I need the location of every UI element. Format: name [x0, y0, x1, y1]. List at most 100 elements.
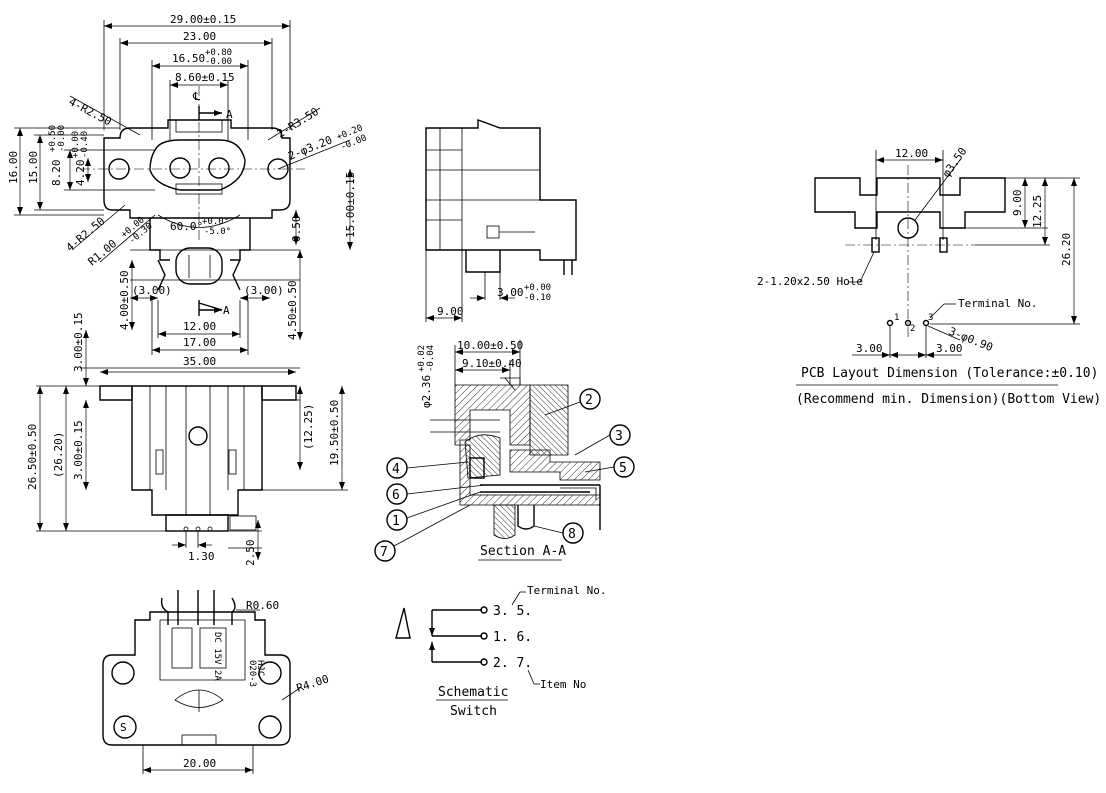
section-dim-236: φ2.36 [420, 375, 433, 408]
bottom-dim-300-top: 3.00±0.15 [72, 312, 85, 372]
pcb-title: PCB Layout Dimension (Tolerance:±0.10) [801, 366, 1098, 381]
angle: 60.0° [170, 220, 203, 233]
bottom-dim-250: 2.50 [244, 540, 257, 567]
schematic-row-1: 3. 5. [493, 604, 532, 619]
dim-width-1650: 16.50 [172, 52, 205, 65]
radius-r350: 2-R3.50 [275, 105, 321, 141]
dim-width-1650-tol-minus: -0.00 [205, 57, 232, 67]
side-dim-300: 3.00 [497, 286, 524, 299]
bottom-view: 35.00 3.00±0.15 26.50±0.50 (26.20) 3.00±… [26, 312, 348, 566]
callout-4: 4 [386, 457, 469, 479]
rear-code: 020-3 [247, 660, 257, 687]
rear-radius-r400: R4.00 [295, 672, 331, 695]
dim-height-420-tol-minus: -0.40 [80, 131, 90, 158]
svg-text:2: 2 [585, 393, 593, 408]
dim-300-left: (3.00) [132, 284, 172, 297]
schematic-title: Schematic [438, 685, 508, 700]
pcb-layout: 12.00 φ3.50 9.00 12.25 26.20 2-1.20x2.50… [757, 145, 1101, 407]
pcb-pin-1: 1 [894, 313, 899, 323]
side-dim-300-tol-plus: +0.00 [524, 283, 551, 293]
center-mark: ℄ [192, 90, 200, 103]
pcb-pitch-right: 3.00 [936, 342, 963, 355]
callout-8: 8 [533, 522, 584, 544]
callout-1: 1 [386, 491, 481, 531]
svg-text:6: 6 [392, 488, 400, 503]
section-dim-910: 9.10±0.40 [462, 357, 522, 370]
bottom-dim-2650: 26.50±0.50 [26, 424, 39, 490]
section-mark-bottom: A [223, 304, 230, 317]
svg-text:5: 5 [619, 461, 627, 476]
section-dim-236-tol-plus: +0.02 [417, 345, 427, 372]
bottom-dim-1225: (12.25) [302, 404, 315, 450]
pcb-pin-2: 2 [910, 324, 915, 334]
dim-height-16: 16.00 [7, 151, 20, 184]
rear-rating: DC 15V 2A [212, 632, 222, 681]
pcb-pin-3: 3 [928, 313, 933, 323]
pcb-dim-2620: 26.20 [1060, 233, 1073, 266]
s-mark-icon: S [120, 721, 127, 734]
bottom-dim-2620: (26.20) [52, 432, 65, 478]
rear-dim-2000: 20.00 [183, 757, 216, 770]
dim-450: 4.50±0.50 [286, 280, 299, 340]
pcb-subtitle: (Recommend min. Dimension)(Bottom View) [796, 392, 1101, 407]
dim-height-420: 4.20 [74, 160, 87, 187]
side-dim-300-tol-minus: -0.10 [524, 293, 551, 303]
pcb-dim-1225: 12.25 [1031, 195, 1044, 228]
schematic: 3. 5. 1. 6. 2. 7. Terminal No. Item No S… [395, 584, 606, 719]
hole-dia: 2-φ3.20 [286, 133, 334, 162]
pcb-dim-1200: 12.00 [895, 147, 928, 160]
section-title: Section A-A [480, 544, 566, 559]
dim-400: 4.00±0.50 [118, 270, 131, 330]
pcb-hole-label: 2-1.20x2.50 Hole [757, 275, 863, 288]
angle-tol-plus: +0.0° [202, 217, 229, 227]
svg-text:3: 3 [615, 429, 623, 444]
dim-1700: 17.00 [183, 336, 216, 349]
dim-width-860: 8.60±0.15 [175, 71, 235, 84]
dim-1200: 12.00 [183, 320, 216, 333]
callout-5: 5 [584, 456, 635, 478]
svg-text:8: 8 [568, 527, 576, 542]
dim-height-820-tol-plus: +0.50 [48, 125, 58, 152]
front-view: 29.00±0.15 23.00 16.50 +0.80 -0.00 8.60±… [7, 13, 368, 355]
rear-radius-r060: R0.60 [246, 599, 279, 612]
dim-height-15: 15.00 [27, 151, 40, 184]
svg-text:7: 7 [380, 545, 388, 560]
callout-7: 7 [374, 504, 471, 562]
angle-tol-minus: -5.0° [204, 227, 231, 237]
schematic-row-3: 2. 7. [493, 656, 532, 671]
bottom-dim-1950: 19.50±0.50 [328, 400, 341, 466]
rear-view: DC 15V 2A HJC 020-3 S R0.60 R4.00 20.00 [102, 590, 331, 774]
section-view: 10.00±0.50 9.10±0.40 φ2.36 +0.02 -0.04 2… [374, 339, 635, 562]
section-dim-236-tol-minus: -0.04 [426, 345, 436, 372]
bottom-dim-300-side: 3.00±0.15 [72, 420, 85, 480]
schematic-item-label: Item No [540, 678, 586, 691]
callout-2: 2 [544, 388, 601, 416]
radius-r250-top: 4-R2.50 [67, 95, 114, 128]
dim-width-1650-tol-plus: +0.80 [205, 48, 232, 58]
dim-300-right: (3.00) [244, 284, 284, 297]
callout-6: 6 [386, 483, 486, 505]
radius-r100: R1.00 [86, 237, 120, 268]
pcb-dim-900: 9.00 [1011, 190, 1024, 217]
schematic-terminal-label: Terminal No. [527, 584, 606, 597]
callout-3: 3 [574, 424, 631, 456]
dim-height-420-tol-plus: +0.00 [71, 131, 81, 158]
dim-050: 0.50 [290, 216, 303, 243]
schematic-subtitle: Switch [450, 704, 497, 719]
section-mark-top: A [226, 108, 233, 121]
schematic-row-2: 1. 6. [493, 630, 532, 645]
dim-overall-width: 29.00±0.15 [170, 13, 236, 26]
pcb-dim-dia350: φ3.50 [940, 145, 970, 180]
bottom-dim-3500: 35.00 [183, 355, 216, 368]
dim-1500: 15.00±0.15 [344, 172, 357, 238]
svg-text:1: 1 [392, 514, 400, 529]
bottom-dim-130: 1.30 [188, 550, 215, 563]
dim-height-820: 8.20 [50, 160, 63, 187]
pcb-terminal-label: Terminal No. [958, 297, 1037, 310]
section-dim-1000: 10.00±0.50 [457, 339, 523, 352]
pcb-pitch-left: 3.00 [856, 342, 883, 355]
side-view: 3.00 +0.00 -0.10 9.00 [425, 119, 577, 322]
side-dim-900: 9.00 [437, 305, 464, 318]
dim-width-23: 23.00 [183, 30, 216, 43]
